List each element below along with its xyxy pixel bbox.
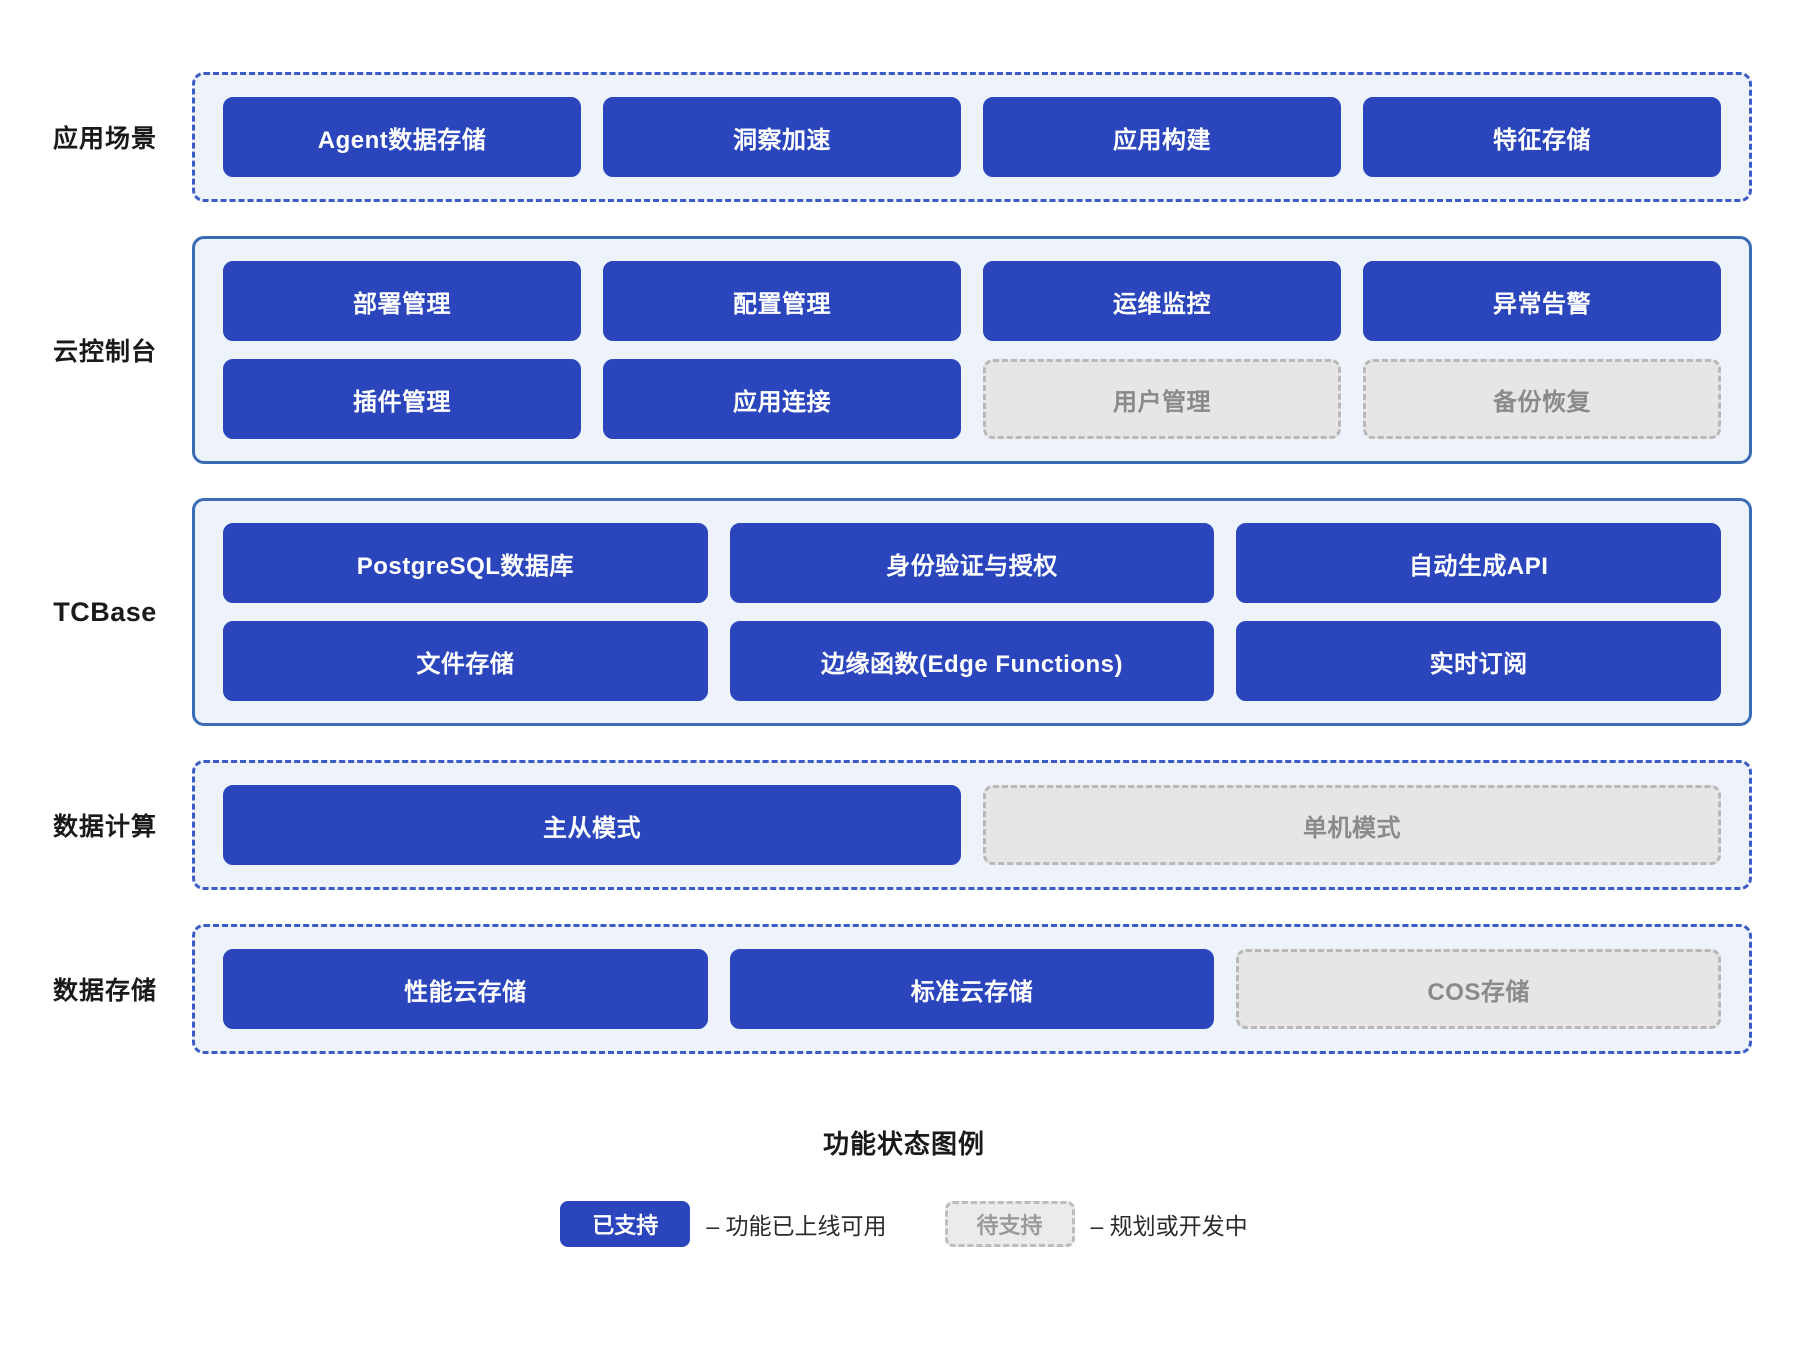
layer-row: 数据计算 主从模式单机模式 bbox=[24, 760, 1752, 890]
layer-spacer bbox=[24, 202, 1752, 236]
legend-item: 已支持 – 功能已上线可用 bbox=[560, 1201, 887, 1247]
feature-chip-planned[interactable]: 备份恢复 bbox=[1363, 359, 1721, 439]
layer-label: 数据存储 bbox=[52, 977, 157, 1005]
layer-label: TCBase bbox=[53, 596, 157, 627]
layer-spacer bbox=[24, 890, 1752, 924]
chip-row: 插件管理应用连接用户管理备份恢复 bbox=[223, 359, 1721, 439]
feature-chip-supported[interactable]: 洞察加速 bbox=[603, 97, 961, 177]
legend-item: 待支持 – 规划或开发中 bbox=[944, 1201, 1248, 1247]
feature-chip-planned[interactable]: 用户管理 bbox=[983, 359, 1341, 439]
chip-row: 部署管理配置管理运维监控异常告警 bbox=[223, 261, 1721, 341]
layer-container: 性能云存储标准云存储 COS存储 bbox=[192, 924, 1752, 1054]
layer-row: 应用场景 Agent数据存储洞察加速应用构建特征存储 bbox=[24, 72, 1752, 202]
layer-row: 云控制台部署管理配置管理运维监控异常告警插件管理应用连接用户管理备份恢复 bbox=[24, 236, 1752, 464]
layer-spacer bbox=[24, 726, 1752, 760]
layer-container: 主从模式单机模式 bbox=[192, 760, 1752, 890]
legend-title: 功能状态图例 bbox=[822, 1129, 985, 1159]
feature-chip-supported[interactable]: 应用构建 bbox=[983, 97, 1341, 177]
legend-swatch-supported: 已支持 bbox=[560, 1201, 691, 1247]
layer-container: Agent数据存储洞察加速应用构建特征存储 bbox=[192, 72, 1752, 202]
feature-chip-supported[interactable]: 标准云存储 bbox=[729, 949, 1215, 1029]
feature-chip-supported[interactable]: 性能云存储 bbox=[223, 949, 708, 1029]
layer-container: PostgreSQL数据库身份验证与授权自动生成API 文件存储边缘函数(Edge… bbox=[192, 498, 1752, 726]
feature-chip-supported[interactable]: 自动生成API bbox=[1236, 523, 1722, 603]
chip-row: 性能云存储标准云存储 COS存储 bbox=[223, 949, 1722, 1029]
chip-row: PostgreSQL数据库身份验证与授权自动生成API bbox=[223, 523, 1722, 603]
feature-chip-supported[interactable]: Agent数据存储 bbox=[223, 97, 581, 177]
feature-chip-supported[interactable]: 应用连接 bbox=[603, 359, 961, 439]
layer-row: 数据存储 性能云存储标准云存储 COS存储 bbox=[24, 924, 1752, 1054]
legend-description: – 规划或开发中 bbox=[1090, 1213, 1248, 1239]
chip-row: 文件存储边缘函数(Edge Functions) 实时订阅 bbox=[223, 621, 1722, 701]
legend-description: – 功能已上线可用 bbox=[706, 1213, 887, 1239]
feature-chip-supported[interactable]: 身份验证与授权 bbox=[729, 523, 1215, 603]
layer-container: 部署管理配置管理运维监控异常告警插件管理应用连接用户管理备份恢复 bbox=[192, 236, 1752, 464]
legend: 功能状态图例 已支持 – 功能已上线可用 待支持 – 规划或开发中 bbox=[0, 1124, 1808, 1247]
feature-chip-supported[interactable]: 特征存储 bbox=[1363, 97, 1721, 177]
feature-chip-supported[interactable]: 配置管理 bbox=[603, 261, 961, 341]
legend-items: 已支持 – 功能已上线可用 待支持 – 规划或开发中 bbox=[560, 1201, 1248, 1247]
feature-chip-planned[interactable]: 单机模式 bbox=[983, 785, 1721, 865]
layer-label: 云控制台 bbox=[52, 338, 157, 366]
feature-chip-supported[interactable]: 插件管理 bbox=[223, 359, 581, 439]
feature-chip-supported[interactable]: 部署管理 bbox=[223, 261, 581, 341]
feature-chip-supported[interactable]: 实时订阅 bbox=[1236, 621, 1722, 701]
architecture-layers: 应用场景 Agent数据存储洞察加速应用构建特征存储云控制台 部署管理配置管理运维监… bbox=[24, 72, 1752, 1054]
feature-chip-supported[interactable]: 边缘函数(Edge Functions) bbox=[729, 621, 1215, 701]
layer-row: TCBase PostgreSQL数据库身份验证与授权自动生成API 文件存储边缘函… bbox=[24, 498, 1752, 726]
layer-label: 应用场景 bbox=[52, 125, 157, 153]
chip-row: 主从模式单机模式 bbox=[223, 785, 1721, 865]
feature-chip-supported[interactable]: 文件存储 bbox=[223, 621, 708, 701]
layer-spacer bbox=[24, 464, 1752, 498]
feature-chip-planned[interactable]: COS存储 bbox=[1236, 949, 1722, 1029]
feature-chip-supported[interactable]: 异常告警 bbox=[1363, 261, 1721, 341]
legend-swatch-planned: 待支持 bbox=[944, 1201, 1075, 1247]
chip-row: Agent数据存储洞察加速应用构建特征存储 bbox=[223, 97, 1721, 177]
feature-chip-supported[interactable]: 主从模式 bbox=[223, 785, 961, 865]
layer-label: 数据计算 bbox=[52, 813, 157, 841]
feature-chip-supported[interactable]: 运维监控 bbox=[983, 261, 1341, 341]
feature-chip-supported[interactable]: PostgreSQL数据库 bbox=[223, 523, 708, 603]
